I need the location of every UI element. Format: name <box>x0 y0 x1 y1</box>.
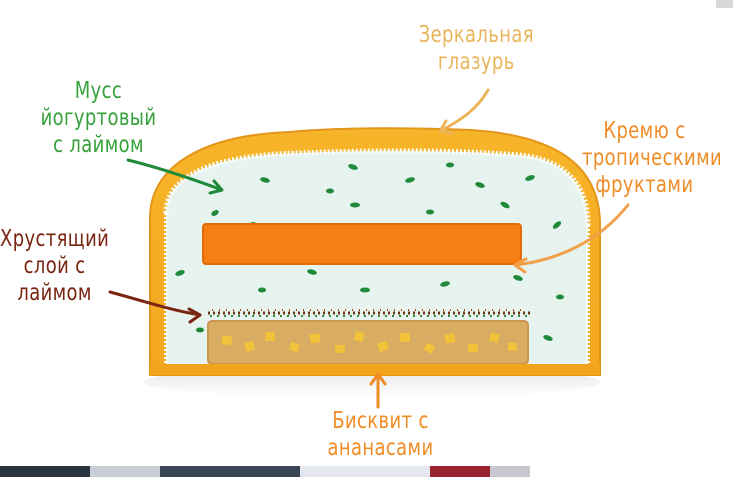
glaze-arrow <box>440 90 488 133</box>
tropical-cream-insert <box>203 224 521 264</box>
label-tropical-cream: Кремю с тропическими фруктами <box>582 118 707 199</box>
label-yogurt-mousse: Мусс йогуртовый с лаймом <box>40 78 157 159</box>
label-pineapple-biscuit: Бисквит с ананасами <box>322 408 439 462</box>
label-crunchy-layer: Хрустящий слой с лаймом <box>0 226 109 307</box>
label-mirror-glaze: Зеркальная глазурь <box>410 22 543 76</box>
cropped-photo-strip <box>0 466 733 477</box>
pineapple-biscuit-layer <box>208 321 528 364</box>
